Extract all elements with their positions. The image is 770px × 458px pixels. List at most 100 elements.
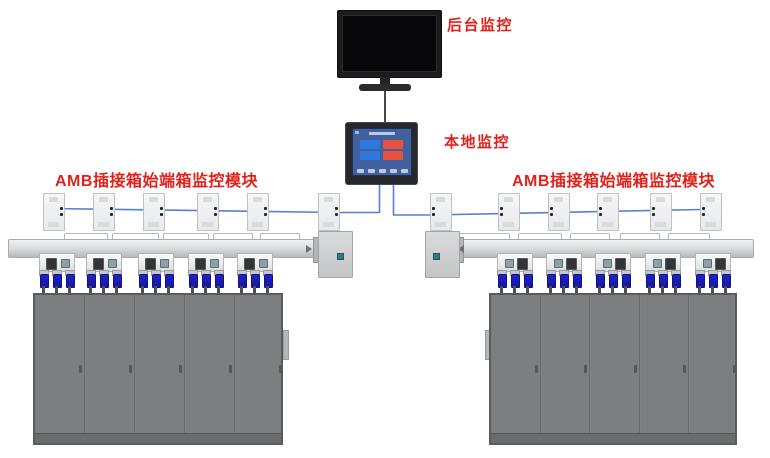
module-connector-dot [500, 213, 503, 216]
jumper-loop [64, 233, 108, 241]
cabinet-door-divider [184, 295, 186, 443]
power-cable [114, 286, 118, 294]
module-connector-dot [110, 213, 113, 216]
plug-box-breaker [615, 258, 626, 270]
cabinet-door-handle [733, 365, 736, 373]
hmi-title-bar [369, 132, 395, 135]
cabinet-base-strip [35, 433, 281, 443]
module-detail [99, 197, 108, 202]
hmi-tile-blue-1 [360, 140, 380, 149]
module-connector-dot [214, 207, 217, 210]
plug-box-indicator [61, 259, 70, 268]
backend-monitor-label: 后台监控 [447, 17, 514, 34]
module-connector-dot [160, 213, 163, 216]
amb-label-left: AMB插接箱始端箱监控模块 [55, 173, 258, 190]
amb-monitor-module [650, 193, 672, 231]
end-feed-box-right [425, 231, 460, 278]
module-connector-dot [264, 213, 267, 216]
module-connector-dot [160, 207, 163, 210]
power-cable [647, 286, 651, 294]
amb-monitor-module [318, 193, 340, 231]
power-cable [140, 286, 144, 294]
amb-label-right: AMB插接箱始端箱监控模块 [512, 173, 715, 190]
jumper-loop [163, 233, 209, 241]
cabinet-side-tab [283, 330, 289, 360]
module-detail [706, 197, 715, 202]
jumper-loop [620, 233, 660, 241]
module-detail [252, 222, 263, 227]
hmi-tile-red-1 [383, 140, 403, 149]
local-monitor-label: 本地监控 [444, 134, 511, 151]
module-connector-dot [652, 213, 655, 216]
module-connector-dot [599, 213, 602, 216]
module-connector-dot [702, 213, 705, 216]
cabinet-door-divider [539, 295, 542, 443]
cabinet-door-divider [234, 295, 236, 443]
hmi-nav-item [357, 169, 364, 173]
plug-box-indicator [554, 259, 563, 268]
plug-box-breaker [244, 258, 255, 270]
cabinet-door-handle [633, 365, 637, 373]
module-connector-dot [550, 207, 553, 210]
hmi-logo-icon [355, 131, 359, 134]
plug-box-breaker [665, 258, 676, 270]
jumper-loop [112, 233, 159, 241]
module-detail [98, 222, 109, 227]
cabinet-door-handle [683, 365, 687, 373]
jumper-loop [668, 233, 710, 241]
module-connector-dot [110, 207, 113, 210]
power-cable [548, 286, 552, 294]
status-indicator [337, 253, 344, 260]
hmi-nav-item [379, 169, 386, 173]
jumper-loop [518, 233, 562, 241]
plug-box-breaker [517, 258, 528, 270]
power-cable [499, 286, 503, 294]
cabinet-door-handle [534, 365, 538, 373]
plug-box-indicator [108, 259, 117, 268]
monitor-stand-neck [380, 77, 390, 85]
module-detail [504, 197, 513, 202]
hmi-nav-item [368, 169, 375, 173]
module-detail [149, 197, 158, 202]
amb-monitor-module [197, 193, 219, 231]
amb-monitor-module [498, 193, 520, 231]
plug-box-indicator [653, 259, 662, 268]
cabinet-door-divider [134, 295, 136, 443]
module-detail [253, 197, 262, 202]
cabinet-door-handle [129, 365, 132, 373]
module-detail [554, 197, 563, 202]
module-connector-dot [432, 207, 435, 210]
power-cable [660, 286, 664, 294]
power-cable [67, 286, 71, 294]
jumper-loop [260, 233, 300, 241]
amb-monitor-module [43, 193, 65, 231]
power-cable [561, 286, 565, 294]
feed-arrow-left [306, 245, 312, 253]
cabinet-door-divider [84, 295, 86, 443]
cabinet-base-strip [491, 433, 735, 443]
module-connector-dot [599, 207, 602, 210]
local-monitor-screen [352, 128, 412, 176]
module-detail [656, 197, 665, 202]
amb-monitor-module [597, 193, 619, 231]
module-detail [602, 222, 613, 227]
power-cable [574, 286, 578, 294]
power-cable [239, 286, 243, 294]
module-connector-dot [335, 207, 338, 210]
cabinet-door-handle [279, 365, 282, 373]
plug-box-breaker [46, 258, 57, 270]
end-feed-box-left [318, 231, 353, 278]
plug-box-breaker [715, 258, 726, 270]
module-detail [202, 222, 213, 227]
cabinet-door-divider [589, 295, 592, 443]
cabinet-door-divider [638, 295, 641, 443]
status-indicator [433, 253, 440, 260]
cabinet-row-right [489, 293, 737, 445]
module-connector-dot [60, 207, 63, 210]
power-cable [673, 286, 677, 294]
cabinet-row-left [33, 293, 283, 445]
module-detail [49, 197, 58, 202]
power-cable [697, 286, 701, 294]
hmi-nav-item [401, 169, 408, 173]
cabinet-door-handle [584, 365, 588, 373]
